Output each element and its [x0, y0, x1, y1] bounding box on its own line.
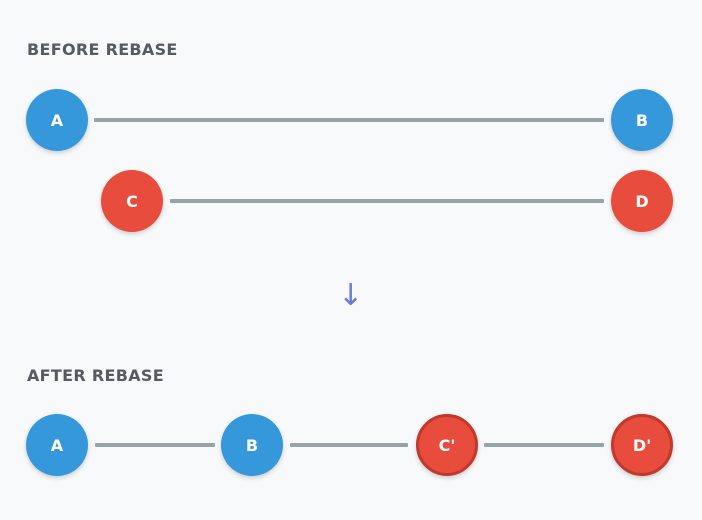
commit-b-after: B: [221, 414, 283, 476]
main-branch-connector: [94, 118, 604, 122]
connector-b-c-prime: [290, 443, 408, 447]
commit-b-before: B: [611, 89, 673, 151]
down-arrow-icon: ↓: [338, 278, 364, 313]
connector-c-prime-d-prime: [484, 443, 604, 447]
commit-d-prime-after: D': [611, 414, 673, 476]
commit-a-after: A: [26, 414, 88, 476]
commit-c-prime-after: C': [416, 414, 478, 476]
commit-a-before: A: [26, 89, 88, 151]
feature-branch-connector: [170, 199, 604, 203]
commit-d-before: D: [611, 170, 673, 232]
after-rebase-title: AFTER REBASE: [27, 366, 164, 385]
before-rebase-title: BEFORE REBASE: [27, 40, 178, 59]
connector-a-b: [95, 443, 215, 447]
commit-c-before: C: [101, 170, 163, 232]
